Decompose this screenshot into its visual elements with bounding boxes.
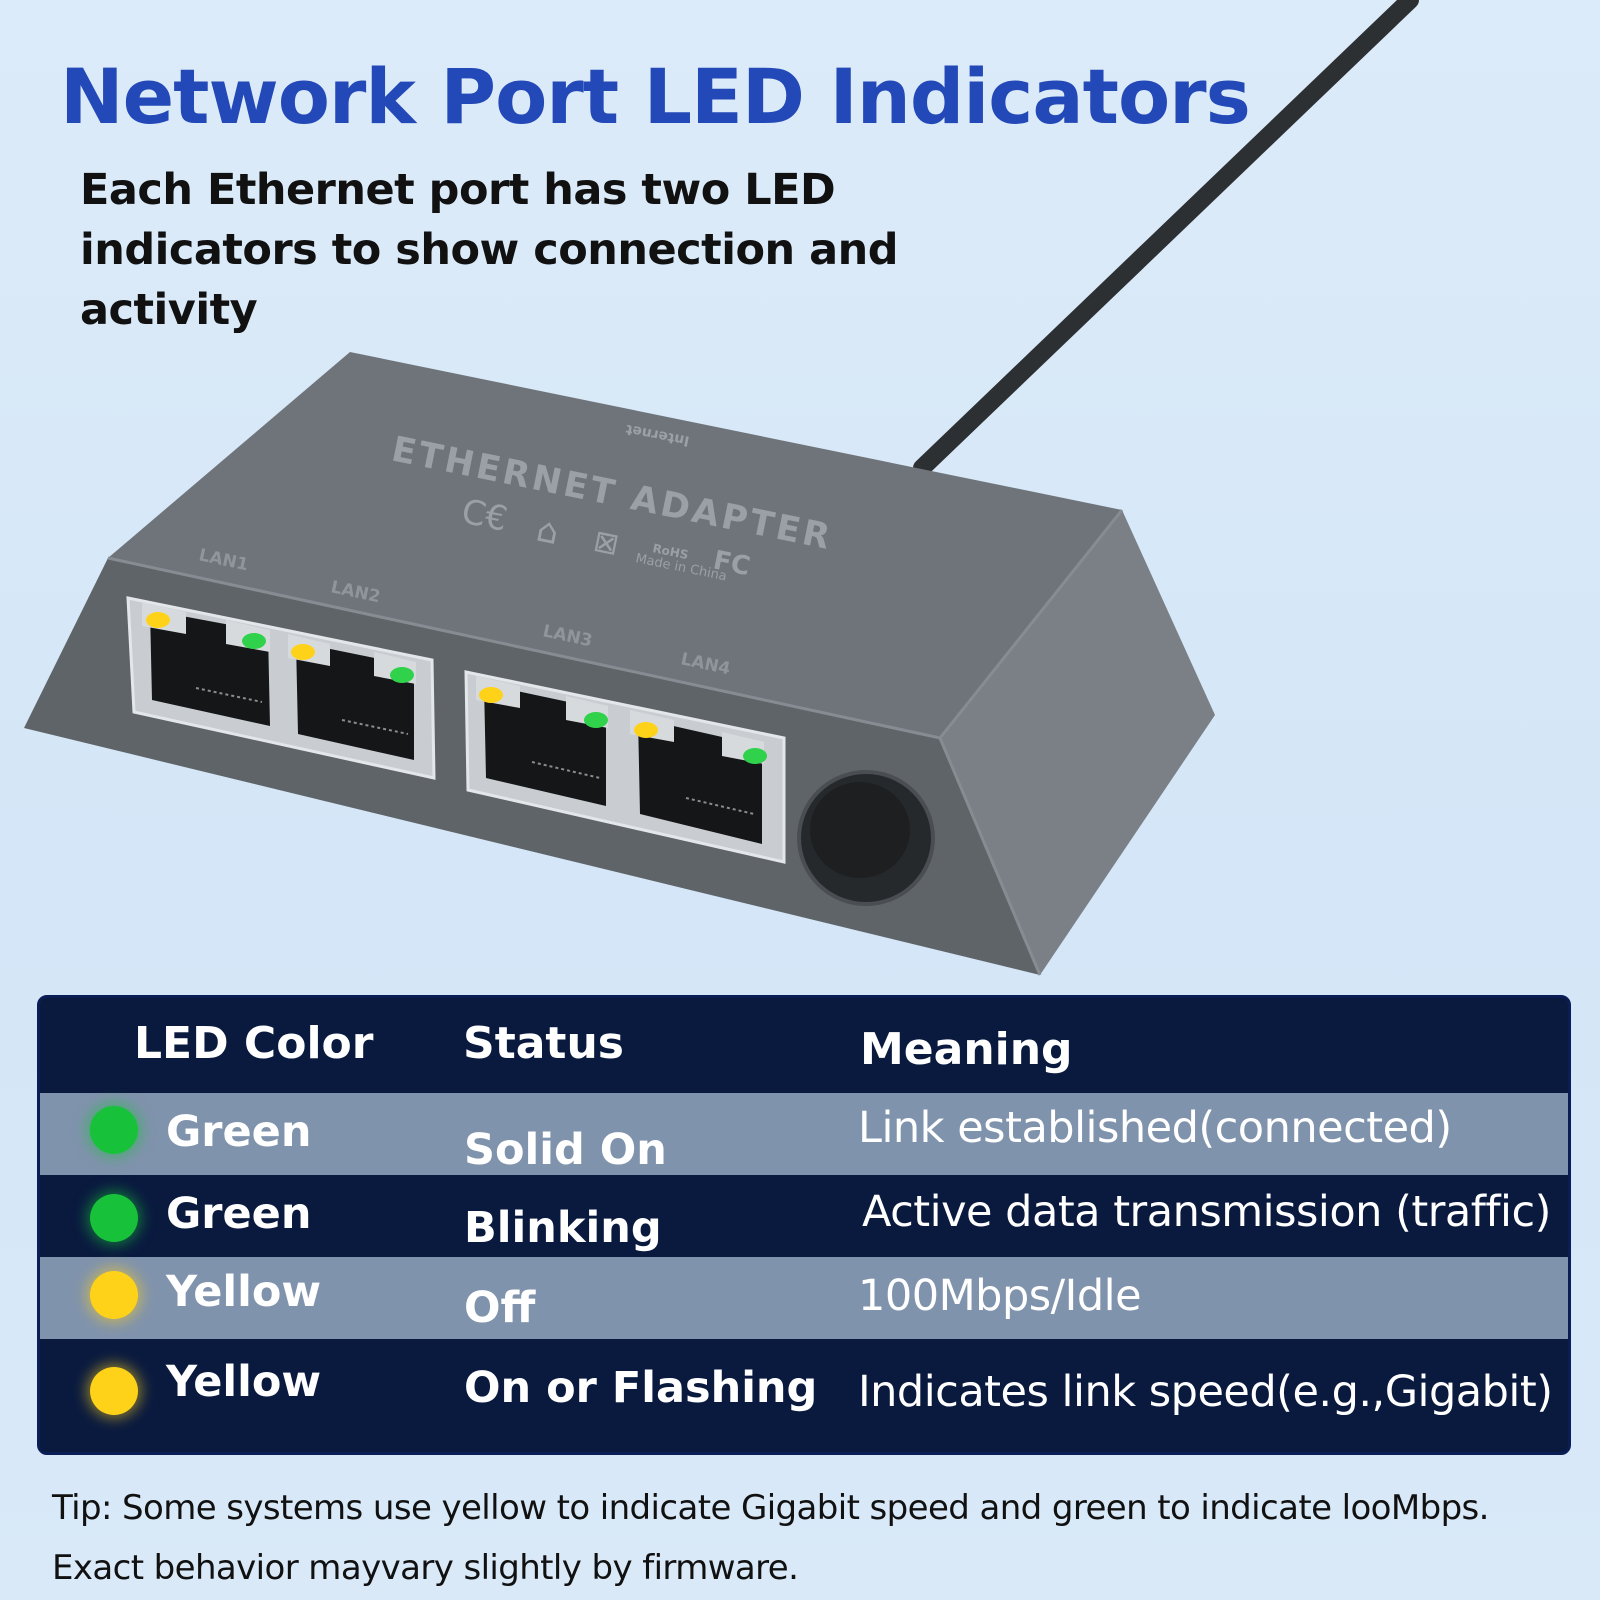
yellow-dot-icon bbox=[90, 1271, 138, 1319]
green-dot-icon bbox=[90, 1194, 138, 1242]
led-yellow-lan1 bbox=[146, 612, 170, 628]
green-dot-icon bbox=[90, 1106, 138, 1154]
tip-line-1: Tip: Some systems use yellow to indicate… bbox=[52, 1488, 1489, 1528]
led-color-cell: Yellow bbox=[166, 1267, 322, 1317]
header-status: Status bbox=[463, 1018, 624, 1069]
header-meaning: Meaning bbox=[860, 1024, 1073, 1075]
table-row: Green Solid On Link established(connecte… bbox=[40, 1093, 1568, 1175]
status-cell: Blinking bbox=[464, 1203, 662, 1253]
page-subtitle: Each Ethernet port has two LED indicator… bbox=[80, 165, 899, 335]
led-green-lan4 bbox=[743, 748, 767, 764]
table-row: Green Blinking Active data transmission … bbox=[40, 1175, 1568, 1257]
header-led-color: LED Color bbox=[134, 1018, 374, 1069]
meaning-cell: Active data transmission (traffic) bbox=[862, 1187, 1551, 1237]
led-yellow-lan2 bbox=[291, 644, 315, 660]
led-green-lan3 bbox=[584, 712, 608, 728]
led-color-cell: Yellow bbox=[166, 1357, 322, 1407]
led-color-cell: Green bbox=[166, 1107, 312, 1157]
cable bbox=[913, 0, 1419, 477]
led-yellow-lan3 bbox=[479, 687, 503, 703]
tip-note: Tip: Some systems use yellow to indicate… bbox=[52, 1478, 1552, 1598]
status-cell: Off bbox=[464, 1283, 536, 1333]
led-green-lan2 bbox=[390, 667, 414, 683]
page-title: Network Port LED Indicators bbox=[60, 52, 1251, 141]
fc-mark: FC bbox=[711, 545, 753, 582]
meaning-cell: 100Mbps/Idle bbox=[858, 1271, 1142, 1321]
adapter-right-face bbox=[940, 510, 1215, 975]
led-green-lan1 bbox=[242, 633, 266, 649]
meaning-cell: Link established(connected) bbox=[858, 1103, 1452, 1153]
led-color-cell: Green bbox=[166, 1189, 312, 1239]
status-cell: On or Flashing bbox=[464, 1363, 818, 1413]
ce-mark: C€ bbox=[458, 492, 510, 540]
status-cell: Solid On bbox=[464, 1125, 667, 1175]
adapter-top-face bbox=[108, 352, 1122, 738]
table-row: Yellow Off 100Mbps/Idle bbox=[40, 1257, 1568, 1339]
meaning-cell: Indicates link speed(e.g.,Gigabit) bbox=[858, 1367, 1553, 1417]
table-header: LED Color Status Meaning bbox=[40, 998, 1568, 1093]
tip-line-2: Exact behavior mayvary slightly by firmw… bbox=[52, 1548, 799, 1588]
led-yellow-lan4 bbox=[634, 722, 658, 738]
led-indicator-table: LED Color Status Meaning Green Solid On … bbox=[37, 995, 1571, 1455]
ethernet-adapter-image: ETHERNET ADAPTER Internet C€ ⌂ ⊠ RoHS FC… bbox=[24, 0, 1419, 976]
yellow-dot-icon bbox=[90, 1367, 138, 1415]
table-row: Yellow On or Flashing Indicates link spe… bbox=[40, 1339, 1568, 1452]
